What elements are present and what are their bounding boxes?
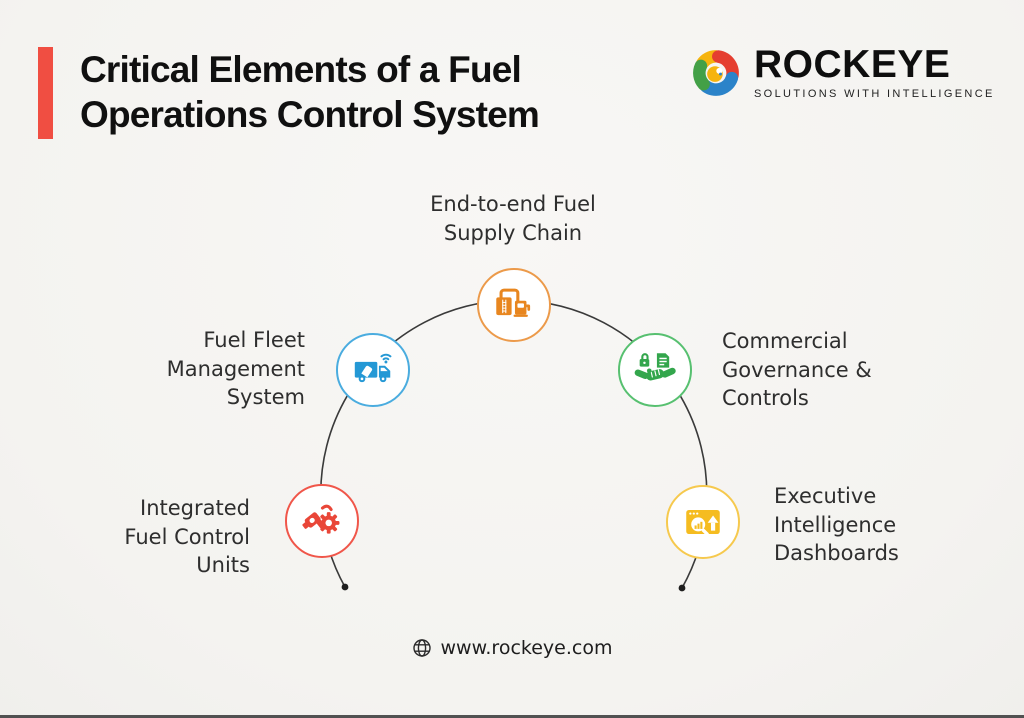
bottom-edge-strip — [0, 715, 1024, 718]
page-title: Critical Elements of a Fuel Operations C… — [80, 47, 540, 137]
node-executive-intelligence-dashboards — [666, 485, 740, 559]
fuel-truck-wifi-icon — [354, 353, 392, 383]
label-integrated-fuel-control-units: Integrated Fuel Control Units — [124, 496, 250, 577]
logo-wordmark: ROCKEYE — [754, 43, 951, 86]
dashboard-magnifier-arrow-icon — [686, 510, 720, 536]
node-commercial-governance-controls — [618, 333, 692, 407]
logo-text-block: ROCKEYE SOLUTIONS WITH INTELLIGENCE — [754, 43, 995, 101]
footer: www.rockeye.com — [0, 637, 1024, 659]
arc-endpoint-dot-left — [341, 583, 349, 591]
label-end-to-end-fuel-supply-chain: End-to-end Fuel Supply Chain — [430, 192, 596, 245]
label-executive-intelligence-dashboards: Executive Intelligence Dashboards — [774, 484, 899, 565]
title-accent-bar — [38, 47, 53, 139]
fuel-nozzle-gear-icon — [302, 504, 340, 534]
arc-endpoint-dot-right — [678, 584, 686, 592]
rockeye-swirl-icon — [693, 49, 739, 96]
globe-icon — [412, 639, 431, 657]
label-commercial-governance-controls: Commercial Governance & Controls — [722, 329, 872, 410]
logo-tagline: SOLUTIONS WITH INTELLIGENCE — [754, 88, 995, 100]
page-title-line2: Operations Control System — [80, 94, 540, 135]
node-fuel-fleet-management-system — [336, 333, 410, 407]
rockeye-logo: ROCKEYE SOLUTIONS WITH INTELLIGENCE — [691, 45, 995, 100]
fuel-tank-and-pump-icon — [496, 288, 531, 317]
website-url: www.rockeye.com — [440, 637, 613, 659]
node-integrated-fuel-control-units — [285, 484, 359, 558]
node-end-to-end-fuel-supply-chain — [477, 268, 551, 342]
label-fuel-fleet-management-system: Fuel Fleet Management System — [166, 328, 305, 409]
page-title-line1: Critical Elements of a Fuel — [80, 49, 522, 90]
handshake-lock-document-icon — [634, 353, 676, 381]
